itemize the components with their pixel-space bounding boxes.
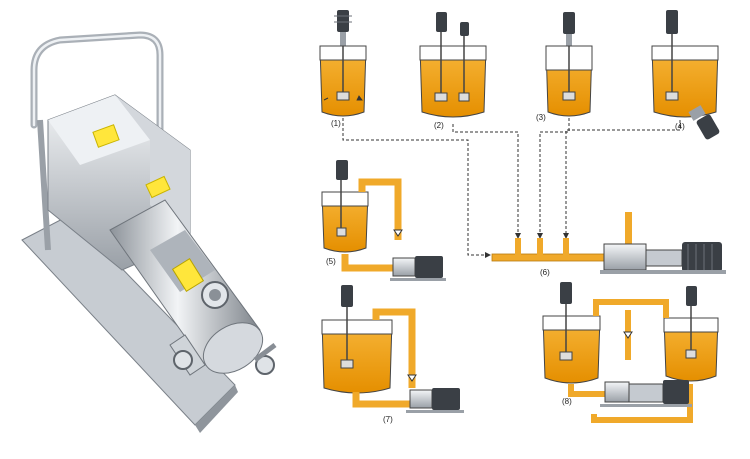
vessel-7: (7)	[321, 285, 464, 424]
label-3: (3)	[536, 113, 546, 122]
vessel-4: (4)	[651, 10, 720, 140]
warning-sticker-icon	[171, 257, 205, 293]
warning-sticker-icon	[92, 124, 120, 148]
label-5: (5)	[326, 257, 336, 266]
vessel-6-inline-line: (6)	[491, 212, 726, 277]
label-8: (8)	[562, 397, 572, 406]
vessel-2: (2)	[419, 12, 487, 130]
warning-sticker-icon	[145, 175, 171, 199]
vessel-5: (5)	[321, 160, 446, 281]
label-1: (1)	[331, 119, 341, 128]
vessel-1: (1)	[319, 10, 366, 128]
label-2: (2)	[434, 121, 444, 130]
label-7: (7)	[383, 415, 393, 424]
vessel-8: (8)	[542, 282, 719, 423]
vessel-3: (3)	[536, 12, 593, 122]
feed-lines	[342, 118, 681, 258]
inline-mixer-photo	[21, 31, 277, 433]
label-6: (6)	[540, 268, 550, 277]
